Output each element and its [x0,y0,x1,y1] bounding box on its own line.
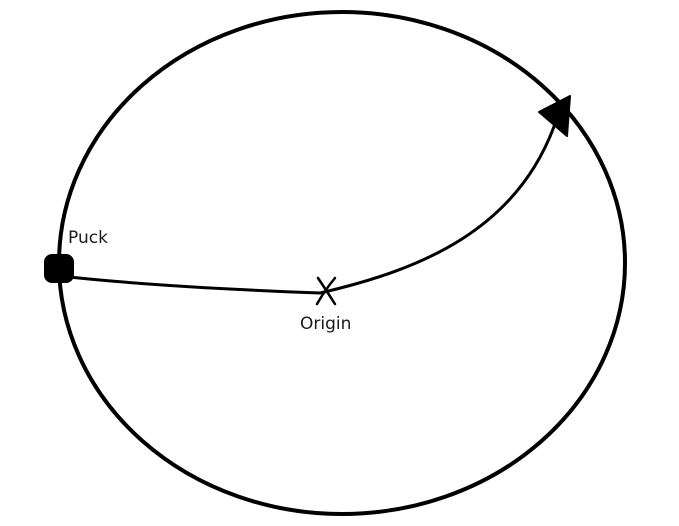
arrowhead-icon [538,95,571,137]
puck-marker [44,254,74,283]
origin-label: Origin [300,314,351,334]
circular-boundary [57,10,627,516]
puck-label: Puck [68,228,108,248]
trajectory-path [58,116,559,295]
origin-x-icon [315,276,337,306]
